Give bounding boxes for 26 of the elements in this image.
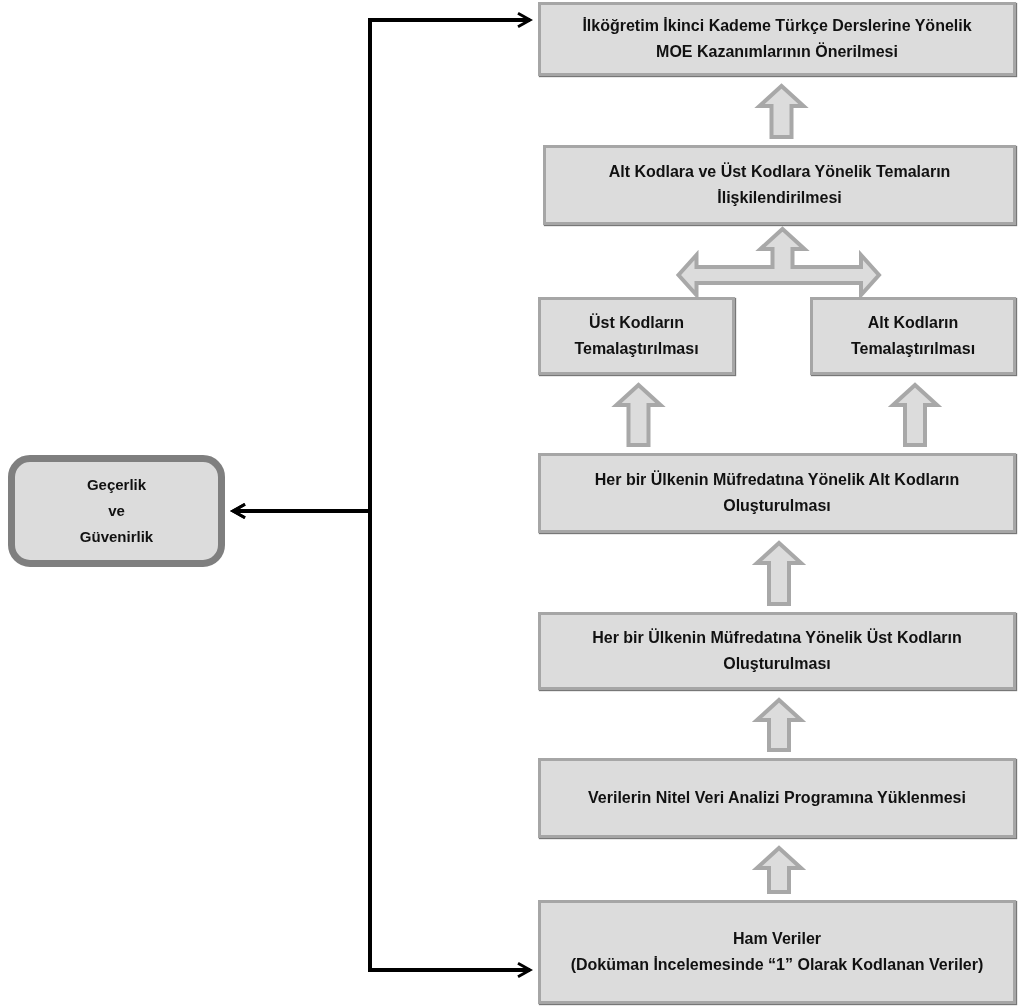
arrow	[231, 502, 532, 979]
box-text: Alt Kodlara ve Üst Kodlara Yönelik Temaların İlişkilendirilmesi	[607, 161, 952, 208]
process-box	[538, 758, 1016, 838]
block-arrow	[887, 382, 943, 447]
box-text: Ham Veriler	[732, 929, 822, 949]
rounded-box	[8, 455, 225, 567]
block-arrow	[751, 540, 807, 606]
process-box	[538, 900, 1016, 1004]
process-box	[543, 145, 1016, 225]
box-text: Üst Kodların Temalaştırılması	[573, 312, 700, 359]
block-arrow	[751, 845, 807, 894]
box-text: Geçerlik ve Güvenirlik	[78, 475, 155, 547]
box-text: Alt Kodların Temalaştırılması	[849, 313, 977, 359]
block-arrow	[751, 697, 807, 752]
process-box	[538, 297, 735, 375]
process-box	[538, 612, 1016, 690]
box-text: İlköğretim İkinci Kademe Türkçe Derslerine Yönelik MOE Kazanımlarının Önerilmesi	[581, 16, 973, 62]
process-box	[538, 2, 1016, 76]
block-arrow	[754, 83, 809, 139]
block-arrow	[611, 382, 666, 447]
box-text: Verilerin Nitel Veri Analizi Programına Yüklenmesi	[588, 788, 966, 808]
process-box	[538, 453, 1016, 533]
box-text: Her bir Ülkenin Müfredatına Yönelik Üst Kodların Oluşturulması	[591, 627, 963, 674]
process-box	[810, 297, 1016, 375]
box-text: (Doküman İncelemesinde “1” Olarak Kodlanan Veriler)	[570, 955, 984, 975]
box-text: Her bir Ülkenin Müfredatına Yönelik Alt Kodların Oluşturulması	[593, 469, 961, 516]
